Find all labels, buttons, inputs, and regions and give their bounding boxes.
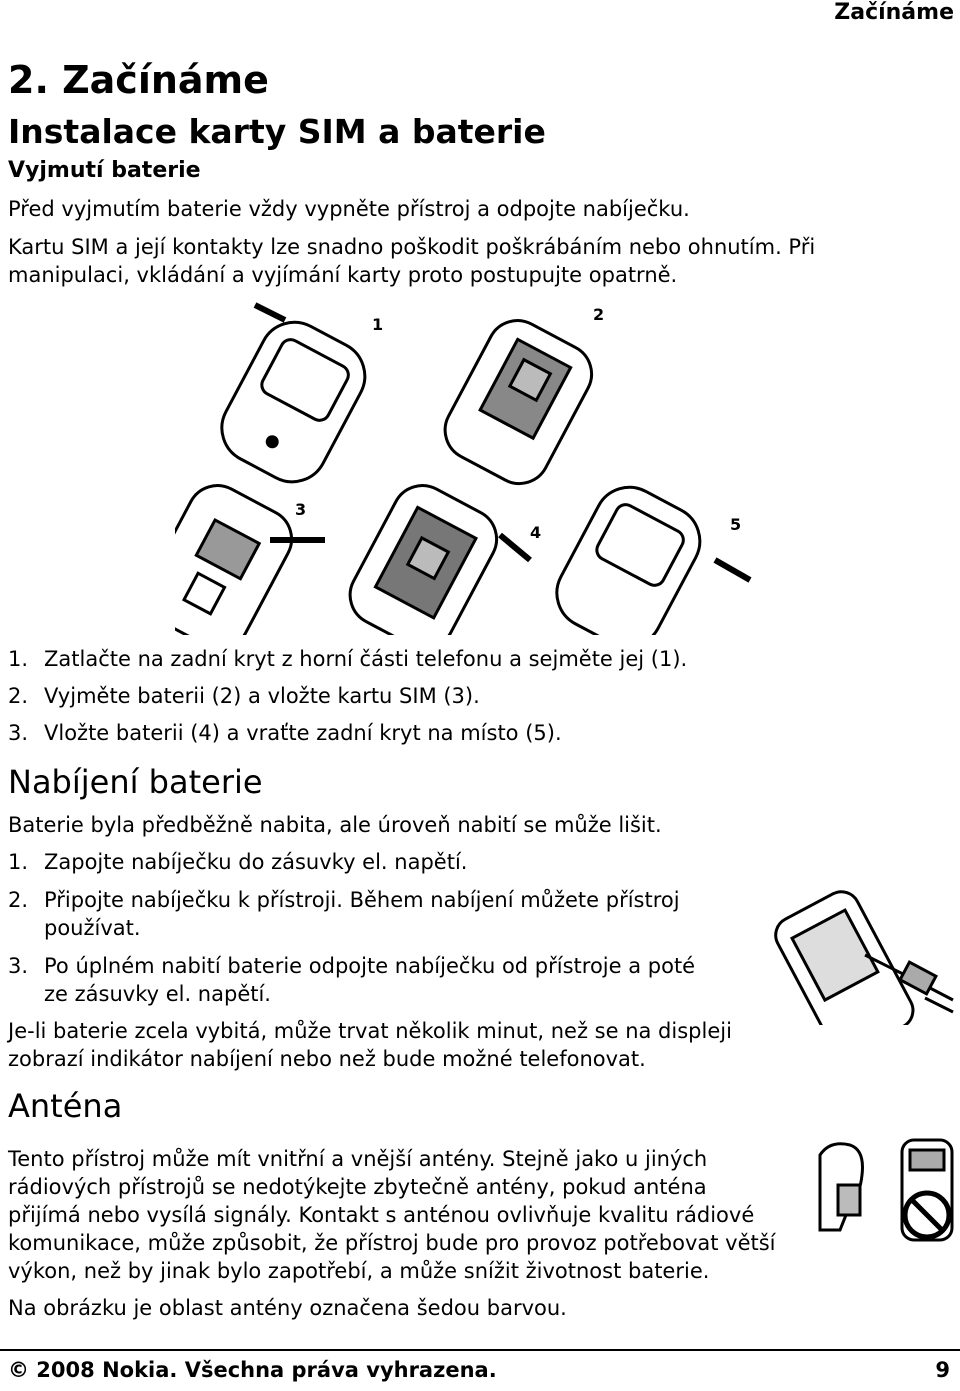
antenna-paragraph-line-5: výkon, než by jinak bylo zapotřebí, a mů… [8,1259,710,1283]
antenna-paragraph-line-4: komunikace, může způsobit, že přístroj b… [8,1231,776,1255]
charging-intro: Baterie byla předběžně nabita, ale úrove… [8,813,662,837]
head-with-phone-illustration [818,1142,864,1232]
antenna-paragraph-line-1: Tento přístroj může mít vnitřní a vnější… [8,1147,708,1171]
charger-figure [755,870,955,1025]
sim-step-2-text: Vyjměte baterii (2) a vložte kartu SIM (… [44,684,480,708]
charging-step-1-number: 1. [8,850,29,874]
sim-install-figure: 1 2 3 4 5 [175,290,795,635]
figure-label-4: 4 [530,523,541,542]
phone-back-cover-illustration-1 [220,320,367,484]
charging-step-1: 1. Zapojte nabíječku do zásuvky el. napět… [8,848,467,876]
running-head: Začínáme [834,0,954,25]
sim-step-3-text: Vložte baterii (4) a vraťte zadní kryt n… [44,721,562,745]
antenna-figure [810,1135,960,1250]
charging-step-3-continued: ze zásuvky el. napětí. [44,982,271,1006]
charging-step-2: 2. Připojte nabíječku k přístroji. Během … [8,886,680,914]
charging-step-1-text: Zapojte nabíječku do zásuvky el. napětí. [44,850,468,874]
sim-step-3: 3. Vložte baterii (4) a vraťte zadní kryt… [8,719,562,747]
page-number: 9 [935,1358,950,1382]
subsection-title-battery-removal: Vyjmutí baterie [8,158,201,183]
section-title-sim: Instalace karty SIM a baterie [8,112,546,151]
section-title-antenna: Anténa [8,1087,123,1125]
charging-step-3-number: 3. [8,954,29,978]
sim-warning-line-2: manipulaci, vkládání a vyjímání karty pr… [8,263,678,287]
phone-battery-insert-illustration-4 [348,484,499,635]
antenna-paragraph-line-3: přijímá nebo vysílá signály. Kontakt s a… [8,1203,755,1227]
footer-copyright: © 2008 Nokia. Všechna práva vyhrazena. [8,1358,497,1382]
charging-step-3: 3. Po úplném nabití baterie odpojte nabíj… [8,952,695,980]
section-title-charging: Nabíjení baterie [8,763,263,801]
antenna-figure-note: Na obrázku je oblast antény označena šed… [8,1296,567,1320]
phone-cover-replace-illustration-5 [555,485,702,635]
phone-antenna-area-illustration [900,1138,954,1242]
phone-charging-illustration [774,890,915,1025]
battery-removal-paragraph: Před vyjmutím baterie vždy vypněte příst… [8,197,690,221]
figure-label-2: 2 [593,305,604,324]
charging-note-line-2: zobrazí indikátor nabíjení nebo než bude… [8,1047,646,1071]
charging-step-3-text: Po úplném nabití baterie odpojte nabíječ… [44,954,696,978]
phone-sim-illustration-3 [175,484,294,635]
antenna-paragraph-line-2: rádiových přístrojů se nedotýkejte zbyte… [8,1175,707,1199]
figure-label-5: 5 [730,515,741,534]
sim-warning-line-1: Kartu SIM a její kontakty lze snadno poš… [8,235,816,259]
charger-plug-illustration [864,953,954,1014]
footer-rule [0,1349,960,1351]
do-not-touch-icon [902,1190,952,1240]
sim-step-2-number: 2. [8,684,29,708]
figure-label-1: 1 [372,315,383,334]
charging-step-2-continued: používat. [44,916,141,940]
sim-step-1-number: 1. [8,647,29,671]
sim-step-1-text: Zatlačte na zadní kryt z horní části tel… [44,647,688,671]
charging-note-line-1: Je-li baterie zcela vybitá, může trvat n… [8,1019,732,1043]
sim-step-3-number: 3. [8,721,29,745]
phone-battery-illustration-2 [443,319,594,486]
charging-step-2-text: Připojte nabíječku k přístroji. Během na… [44,888,680,912]
chapter-title: 2. Začínáme [8,58,269,102]
figure-label-3: 3 [295,500,306,519]
charging-step-2-number: 2. [8,888,29,912]
sim-step-1: 1. Zatlačte na zadní kryt z horní části t… [8,645,687,673]
sim-step-2: 2. Vyjměte baterii (2) a vložte kartu SIM… [8,682,480,710]
